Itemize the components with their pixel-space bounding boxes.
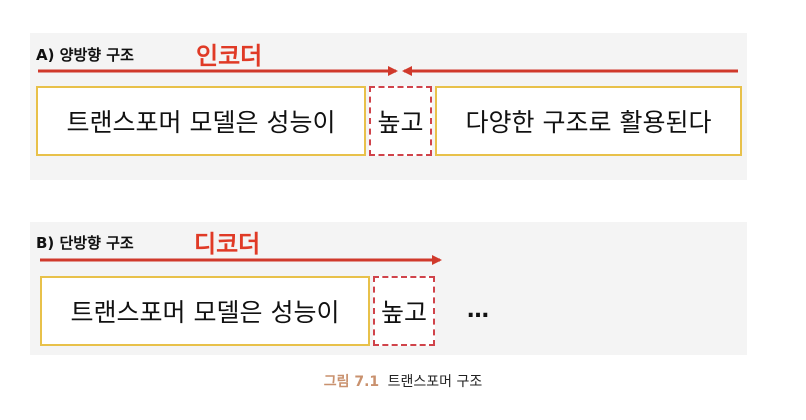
decoder-label: 디코더	[194, 230, 261, 258]
encoder-label: 인코더	[196, 42, 263, 70]
section-a-title: A) 양방향 구조	[36, 46, 134, 64]
section-b-title: B) 단방향 구조	[36, 234, 134, 252]
token-box-suffix-a: 다양한 구조로 활용된다	[435, 86, 742, 156]
ellipsis: …	[467, 298, 491, 323]
token-box-prefix-b: 트랜스포머 모델은 성능이	[40, 276, 370, 346]
token-box-highlight-a: 높고	[369, 86, 432, 156]
token-box-prefix-a: 트랜스포머 모델은 성능이	[36, 86, 366, 156]
figure-number: 그림 7.1	[323, 374, 380, 390]
figure-caption: 그림 7.1 트랜스포머 구조	[0, 371, 806, 391]
token-box-highlight-b: 높고	[373, 276, 435, 346]
figure-caption-text: 트랜스포머 구조	[387, 374, 483, 390]
